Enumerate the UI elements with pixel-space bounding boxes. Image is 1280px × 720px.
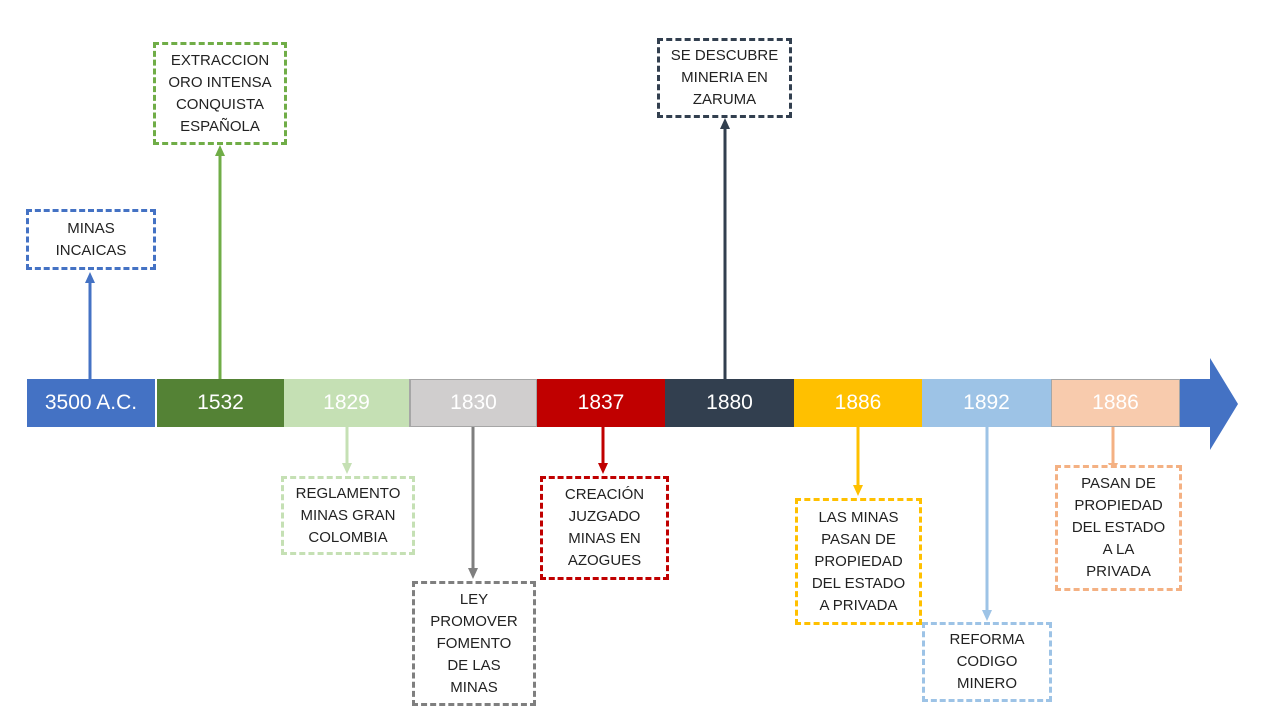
year-segment: 1532 [157,379,284,427]
connector-arrowhead [982,610,992,621]
year-label: 1892 [963,391,1010,414]
event-box-reglamento: REGLAMENTO MINAS GRAN COLOMBIA [281,476,415,555]
year-segment: 1886 [794,379,922,427]
event-text: PASAN DE PROPIEDAD DEL ESTADO A LA PRIVA… [1071,475,1166,580]
connector-arrowhead [85,272,95,283]
year-segment: 1886 [1051,379,1180,427]
year-label: 1829 [323,391,370,414]
event-box-estado-privada: PASAN DE PROPIEDAD DEL ESTADO A LA PRIVA… [1055,465,1182,591]
year-label: 1532 [197,391,244,414]
event-box-reforma-codigo: REFORMA CODIGO MINERO [922,622,1052,702]
event-box-juzgado-azogues: CREACIÓN JUZGADO MINAS EN AZOGUES [540,476,669,580]
year-segment: 1880 [665,379,794,427]
event-box-minas-incaicas: MINAS INCAICAS [26,209,156,270]
event-text: LAS MINAS PASAN DE PROPIEDAD DEL ESTADO … [811,508,906,614]
event-box-ley-fomento: LEY PROMOVER FOMENTO DE LAS MINAS [412,581,536,706]
year-label: 3500 A.C. [44,391,138,414]
connector-arrowhead [598,463,608,474]
year-segment: 1892 [922,379,1051,427]
connector-arrowhead [342,463,352,474]
year-segment: 1829 [284,379,410,427]
year-segment: 1830 [410,379,537,427]
event-box-minas-privada: LAS MINAS PASAN DE PROPIEDAD DEL ESTADO … [795,498,922,625]
year-segment: 1837 [537,379,665,427]
event-text: CREACIÓN JUZGADO MINAS EN AZOGUES [564,486,645,569]
year-label: 1837 [577,391,625,414]
year-label: 1886 [1092,391,1139,414]
year-label: 1830 [450,391,497,414]
year-label: 1886 [834,391,882,414]
event-text: REGLAMENTO MINAS GRAN COLOMBIA [295,484,401,546]
connector-arrowhead [720,118,730,129]
connector-arrowhead [468,568,478,579]
timeline-arrowhead [1180,358,1238,450]
year-segment: 3500 A.C. [27,379,155,427]
connector-arrowhead [215,145,225,156]
event-box-extraccion-oro: EXTRACCION ORO INTENSA CONQUISTA ESPAÑOL… [153,42,287,145]
event-text: LEY PROMOVER FOMENTO DE LAS MINAS [430,590,518,696]
event-box-zaruma: SE DESCUBRE MINERIA EN ZARUMA [657,38,792,118]
event-text: SE DESCUBRE MINERIA EN ZARUMA [670,47,779,108]
year-label: 1880 [706,391,753,414]
connector-arrowhead [853,485,863,496]
event-text: MINAS INCAICAS [55,219,127,259]
event-text: REFORMA CODIGO MINERO [949,631,1025,692]
event-text: EXTRACCION ORO INTENSA CONQUISTA ESPAÑOL… [168,51,272,135]
